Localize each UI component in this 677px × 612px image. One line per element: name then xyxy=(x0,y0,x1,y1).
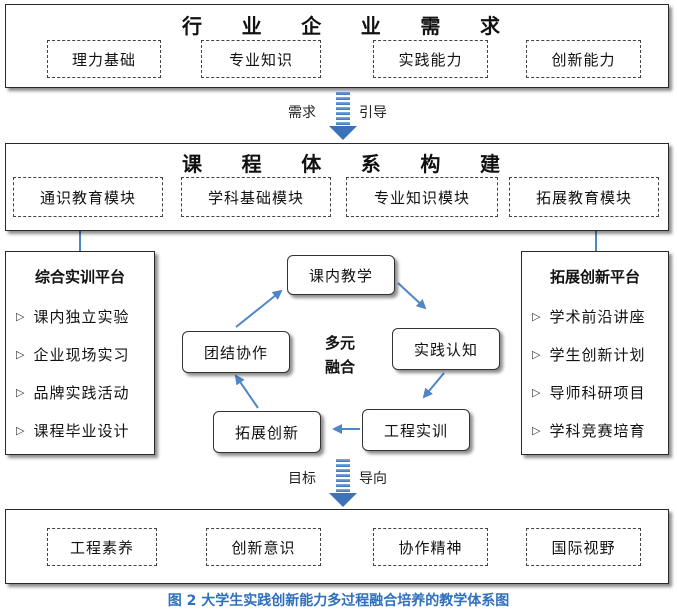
demand-item-innovation: 创新能力 xyxy=(526,40,641,78)
module-discipline-foundation: 学科基础模块 xyxy=(181,177,331,217)
outcome-engineering-literacy: 工程素养 xyxy=(47,528,157,566)
extended-innovation-platform: 拓展创新平台 ▷学术前沿讲座 ▷学生创新计划 ▷导师科研项目 ▷学科竞赛培育 xyxy=(521,251,669,455)
arrow1-label-left: 需求 xyxy=(288,105,316,121)
right-platform-item: ▷导师科研项目 xyxy=(532,384,646,402)
title-char: 行 xyxy=(182,13,202,38)
industry-demand-panel: 行 业 企 业 需 求 理力基础 专业知识 实践能力 创新能力 xyxy=(5,4,669,88)
cycle-arrow-5 xyxy=(235,289,283,328)
cycle-arrow-4 xyxy=(234,374,259,409)
curriculum-title: 课 程 体 系 构 建 xyxy=(182,148,500,176)
triangle-bullet-icon: ▷ xyxy=(16,310,26,323)
right-platform-item: ▷学术前沿讲座 xyxy=(532,308,646,326)
title-char: 企 xyxy=(301,13,322,38)
cycle-arrow-1 xyxy=(397,282,427,310)
right-platform-item: ▷学生创新计划 xyxy=(532,346,646,364)
triangle-bullet-icon: ▷ xyxy=(16,348,26,361)
cycle-center-label: 多元 融合 xyxy=(324,334,355,376)
comprehensive-training-platform: 综合实训平台 ▷课内独立实验 ▷企业现场实习 ▷品牌实践活动 ▷课程毕业设计 xyxy=(5,251,155,455)
cycle-arrow-2 xyxy=(422,372,445,399)
title-char: 求 xyxy=(479,13,500,38)
cycle-node-teamwork: 团结协作 xyxy=(182,331,290,373)
outcome-international-vision: 国际视野 xyxy=(526,528,641,566)
left-platform-item: ▷课程毕业设计 xyxy=(16,422,130,440)
module-general-education: 通识教育模块 xyxy=(13,177,163,217)
right-platform-item: ▷学科竞赛培育 xyxy=(532,422,646,440)
arrow1-label-right: 引导 xyxy=(359,105,387,121)
figure-caption: 图 2 大学生实践创新能力多过程融合培养的教学体系图 xyxy=(167,593,510,609)
triangle-bullet-icon: ▷ xyxy=(532,310,542,323)
curriculum-panel: 课 程 体 系 构 建 通识教育模块 学科基础模块 专业知识模块 拓展教育模块 xyxy=(5,143,669,231)
downward-arrow-2 xyxy=(329,459,357,507)
title-char: 构 xyxy=(420,151,441,176)
arrow2-label-right: 导向 xyxy=(359,471,387,487)
arrow2-label-left: 目标 xyxy=(288,471,316,487)
triangle-bullet-icon: ▷ xyxy=(532,424,542,437)
title-char: 系 xyxy=(360,151,381,176)
title-char: 业 xyxy=(241,13,262,38)
module-professional-knowledge: 专业知识模块 xyxy=(346,177,498,217)
triangle-bullet-icon: ▷ xyxy=(532,386,542,399)
title-char: 建 xyxy=(479,151,500,176)
module-extended-education: 拓展教育模块 xyxy=(509,177,659,217)
demand-item-theory: 理力基础 xyxy=(47,40,161,78)
title-char: 课 xyxy=(182,151,202,176)
triangle-bullet-icon: ▷ xyxy=(532,348,542,361)
left-platform-item: ▷品牌实践活动 xyxy=(16,384,130,402)
outcome-collaboration-spirit: 协作精神 xyxy=(373,528,488,566)
left-platform-title: 综合实训平台 xyxy=(34,268,125,286)
demand-item-practice: 实践能力 xyxy=(373,40,488,78)
left-platform-item: ▷企业现场实习 xyxy=(16,346,130,364)
outcomes-panel: 工程素养 创新意识 协作精神 国际视野 xyxy=(5,509,669,584)
triangle-bullet-icon: ▷ xyxy=(16,386,26,399)
downward-arrow-1 xyxy=(329,92,357,140)
cycle-node-engineering-training: 工程实训 xyxy=(362,409,470,451)
outcome-innovation-awareness: 创新意识 xyxy=(206,528,321,566)
title-char: 需 xyxy=(420,13,441,38)
cycle-node-extended-innovation: 拓展创新 xyxy=(213,411,321,453)
title-char: 体 xyxy=(301,151,322,176)
left-platform-item: ▷课内独立实验 xyxy=(16,308,130,326)
demand-item-knowledge: 专业知识 xyxy=(201,40,321,78)
industry-demand-title: 行 业 企 业 需 求 xyxy=(182,10,500,38)
title-char: 业 xyxy=(360,13,381,38)
cycle-node-practice-cognition: 实践认知 xyxy=(392,328,500,370)
title-char: 程 xyxy=(241,151,262,176)
cycle-node-classroom-teaching: 课内教学 xyxy=(287,255,395,295)
triangle-bullet-icon: ▷ xyxy=(16,424,26,437)
right-platform-title: 拓展创新平台 xyxy=(549,268,640,286)
